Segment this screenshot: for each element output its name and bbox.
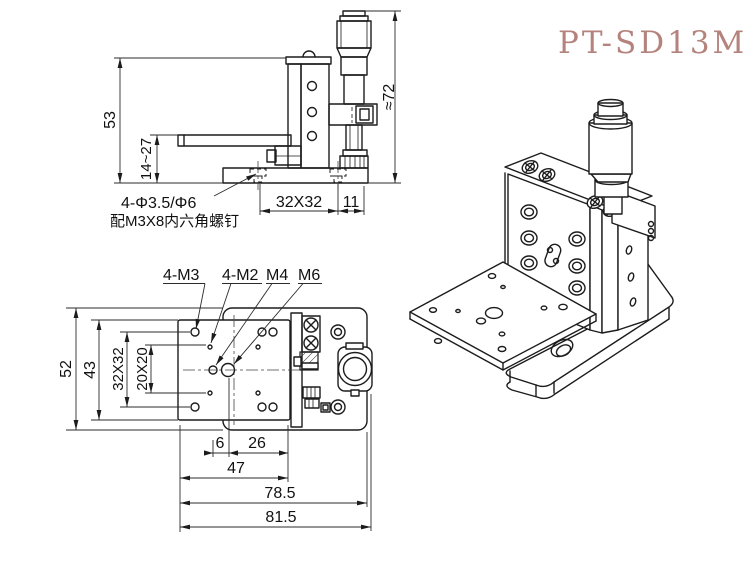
dim-offset-11: 11 [343,194,360,211]
side-view-dimensions: 53 14~27 ≈72 32X32 11 4-Φ3.5/Φ6 配M3X8内六角… [102,10,401,230]
side-view: 53 14~27 ≈72 32X32 11 4-Φ3.5/Φ6 配M3X8内六角… [102,10,401,230]
front-view: 52 43 32X32 20X20 6 26 47 78.5 81.5 [58,267,373,532]
iso-face-holes [520,204,586,296]
dim-grid-20x20: 20X20 [134,347,151,390]
label-4-m3: 4-M3 [163,267,200,284]
dim-travel-14-27: 14~27 [138,138,155,180]
dim-grid-32x32: 32X32 [110,347,127,390]
dim-overall-81-5: 81.5 [265,509,296,526]
dim-width-52: 52 [58,360,75,378]
label-4-m2: 4-M2 [222,267,259,284]
dim-body-78-5: 78.5 [264,485,295,502]
iso-platform [409,261,597,371]
front-view-mechanism [293,315,331,413]
side-view-column [285,50,332,169]
iso-view [409,98,674,400]
iso-micrometer [588,98,633,215]
dim-gap-6: 6 [216,435,225,452]
dim-overall-72: ≈72 [381,84,398,111]
label-m4: M4 [266,267,288,284]
dim-spacing-32x32: 32X32 [276,194,322,211]
label-m6: M6 [298,267,320,284]
dim-edge-26: 26 [248,435,266,452]
note-hole-spec: 4-Φ3.5/Φ6 [121,195,196,212]
front-view-micrometer-top [330,324,373,415]
front-view-dimensions: 52 43 32X32 20X20 6 26 47 78.5 81.5 [58,267,372,532]
dim-plate-47: 47 [227,460,245,477]
dim-height-53: 53 [102,111,119,129]
side-view-arm [177,134,302,166]
side-view-micrometer [328,10,378,169]
note-screw-spec: 配M3X8内六角螺钉 [110,213,239,230]
front-view-moving-plate [177,315,312,425]
dim-plate-43: 43 [82,361,99,379]
model-number-label: PT-SD13M [558,25,747,61]
